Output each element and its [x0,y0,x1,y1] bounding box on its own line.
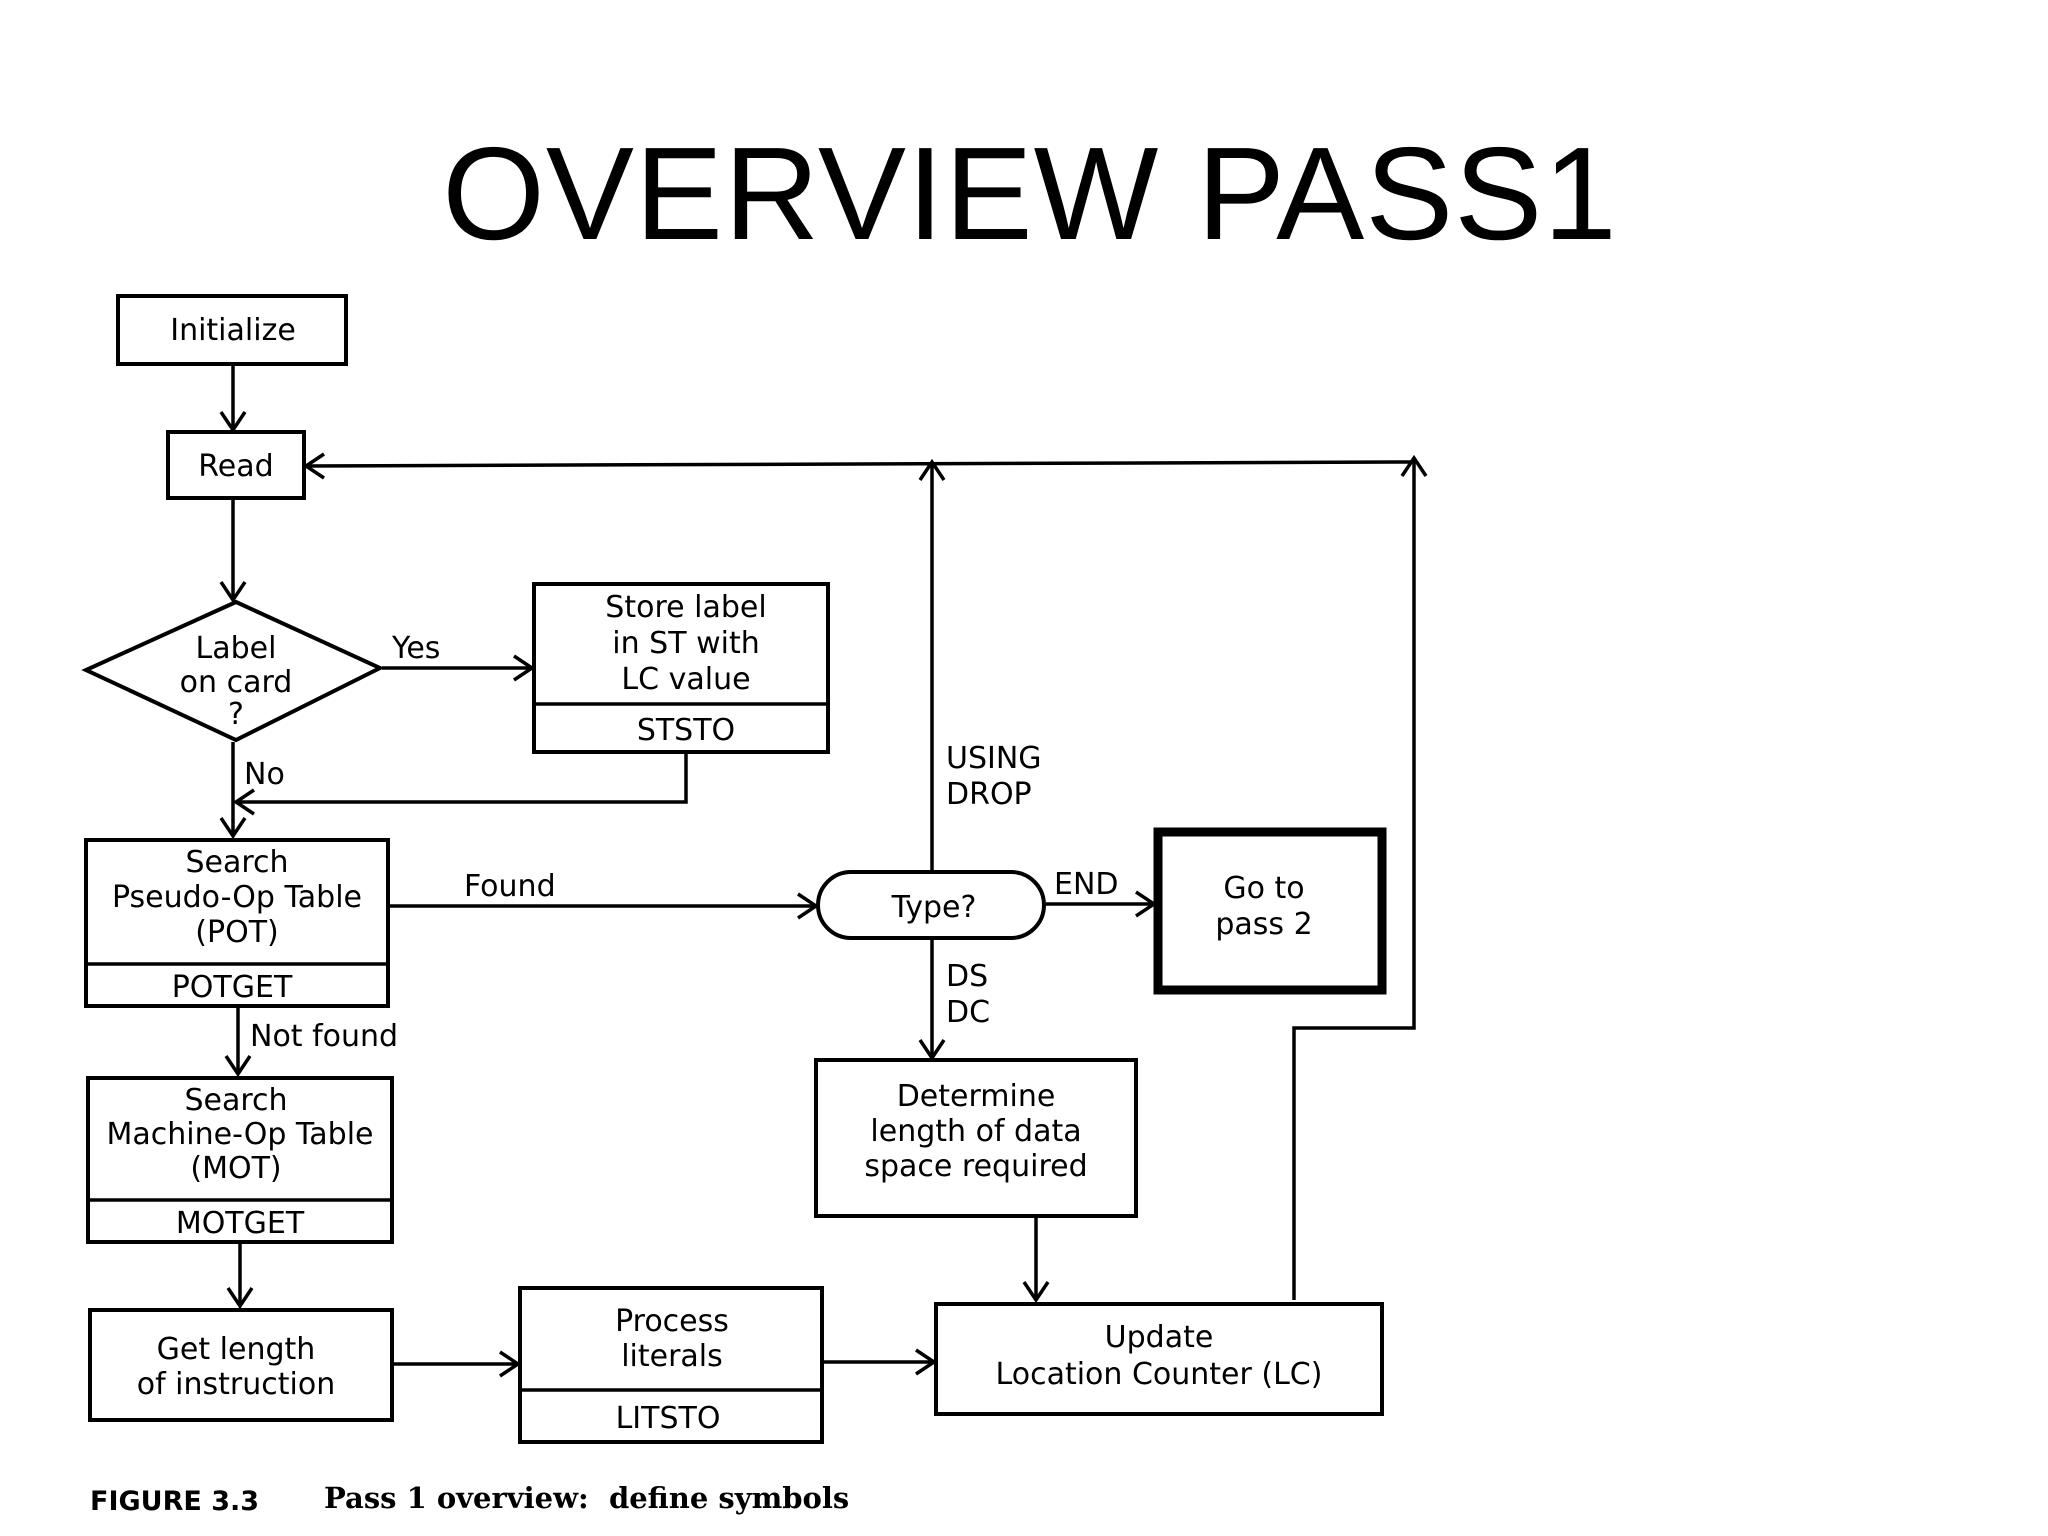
node-process-literals-routine: LITSTO [616,1401,721,1436]
node-initialize: Initialize [116,294,348,366]
node-label-decision-line-1: Label [196,631,277,666]
node-process-literals: Process literals LITSTO [518,1286,824,1444]
figure-caption-number: FIGURE 3.3 [90,1486,259,1517]
node-update-lc: Update Location Counter (LC) [934,1302,1384,1416]
node-store-label: Store label in ST with LC value STSTO [532,582,830,754]
node-search-pot-line-2: Pseudo-Op Table [112,880,362,915]
node-label-decision-line-3: ? [228,697,244,732]
node-search-pot-routine: POTGET [172,970,293,1005]
edge-label-no: No [244,757,285,792]
edge-label-ds: DS [946,959,988,994]
node-update-lc-line-2: Location Counter (LC) [996,1357,1323,1392]
node-determine-length: Determine length of data space required [814,1058,1138,1218]
edge-label-found: Found [464,869,556,904]
edge-label-drop: DROP [946,777,1032,812]
node-go-pass2-line-1: Go to [1223,871,1304,906]
node-get-length: Get length of instruction [88,1308,394,1422]
edge-label-end: END [1054,867,1119,902]
node-label-decision: Label on card ? [81,599,385,743]
node-determine-length-line-3: space required [864,1149,1087,1184]
node-label-decision-line-2: on card [180,665,293,700]
node-search-mot: Search Machine-Op Table (MOT) MOTGET [86,1076,394,1244]
node-store-label-line-2: in ST with [612,626,759,661]
node-search-mot-line-1: Search [184,1083,287,1118]
node-determine-length-line-2: length of data [870,1114,1081,1149]
node-go-pass2-line-2: pass 2 [1215,907,1312,942]
node-search-pot-line-1: Search [185,845,288,880]
node-search-pot-line-3: (POT) [195,915,278,950]
edge-labels: Yes No Found Not found END USING DROP DS… [244,631,1119,1054]
node-store-label-routine: STSTO [637,713,735,748]
node-search-mot-line-2: Machine-Op Table [106,1117,373,1152]
figure-caption: FIGURE 3.3 Pass 1 overview: define symbo… [90,1481,849,1517]
node-get-length-line-1: Get length [157,1332,316,1367]
node-initialize-label: Initialize [170,313,296,348]
edge-label-using: USING [946,741,1042,776]
node-process-literals-line-1: Process [615,1304,729,1339]
node-store-label-line-3: LC value [621,662,750,697]
connectors [219,366,1428,1378]
node-store-label-line-1: Store label [605,590,766,625]
page-title: OVERVIEW PASS1 [442,120,1618,267]
node-go-pass2: Go to pass 2 [1153,827,1387,995]
figure-caption-text: Pass 1 overview: define symbols [324,1481,849,1515]
node-type-decision-label: Type? [891,890,977,925]
node-search-pot: Search Pseudo-Op Table (POT) POTGET [84,838,390,1008]
node-update-lc-line-1: Update [1105,1320,1214,1355]
node-get-length-line-2: of instruction [137,1367,336,1402]
node-determine-length-line-1: Determine [897,1079,1056,1114]
node-search-mot-line-3: (MOT) [190,1151,281,1186]
edge-label-yes: Yes [391,631,440,666]
node-type-decision: Type? [816,870,1046,940]
node-read-label: Read [198,449,273,484]
edge-label-not-found: Not found [250,1019,398,1054]
node-search-mot-routine: MOTGET [176,1206,305,1241]
node-read: Read [166,430,306,500]
edge-label-dc: DC [946,995,990,1030]
node-process-literals-line-2: literals [621,1339,723,1374]
